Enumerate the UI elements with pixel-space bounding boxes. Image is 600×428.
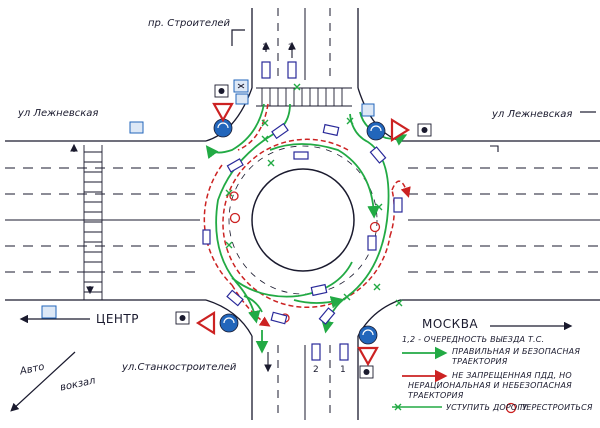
signal-bottom-left <box>175 311 190 325</box>
sign-pedestrian-top-right <box>361 103 375 117</box>
queue-number-bottom-2: 2 <box>313 365 319 375</box>
crosswalk-top <box>256 87 352 107</box>
signal-top-right <box>417 123 432 137</box>
lane-markings <box>5 8 600 420</box>
legend-rebuild: ПЕРЕСТРОИТЬСЯ <box>520 403 593 412</box>
sign-pedestrian-top-left <box>233 79 249 93</box>
sign-yield-top-right <box>390 118 411 142</box>
direction-center: ЦЕНТР <box>96 312 139 326</box>
legend-graphics <box>392 346 517 414</box>
sign-yield-bottom-right <box>357 346 379 367</box>
queue-number-top-1: 1 <box>262 43 268 53</box>
queue-number-top-2: 2 <box>288 43 294 53</box>
legend-unsafe-3: ТРАЕКТОРИЯ <box>408 391 464 400</box>
legend-unsafe-2: НЕРАЦИОНАЛЬНАЯ И НЕБЕЗОПАСНАЯ <box>408 381 572 390</box>
vehicles <box>202 61 403 361</box>
legend-correct-2: ТРАЕКТОРИЯ <box>452 357 508 366</box>
sign-round-top-left <box>213 118 233 138</box>
lane-arrows <box>70 41 499 373</box>
legend-unsafe-1: НЕ ЗАПРЕЩЕННАЯ ПДД, НО <box>452 371 572 380</box>
sign-round-top-right <box>366 121 386 141</box>
queue-number-bottom-1: 1 <box>340 365 346 375</box>
sign-round-bottom-right <box>358 325 378 345</box>
signal-bottom-right <box>359 365 374 379</box>
street-label-right: ул Лежневская <box>492 109 573 120</box>
street-label-top: пр. Строителей <box>148 18 231 29</box>
street-label-bottom: ул.Станкостроителей <box>122 362 237 373</box>
yield-marks <box>225 83 403 325</box>
unsafe-trajectories <box>203 103 411 327</box>
sign-round-bottom-left <box>219 313 239 333</box>
ring-lane-divider <box>228 145 378 295</box>
central-island <box>251 168 355 272</box>
legend-yield: УСТУПИТЬ ДОРОГУ <box>446 403 528 412</box>
sign-pedestrian-mid-left <box>129 121 144 134</box>
street-label-left: ул Лежневская <box>18 108 99 119</box>
legend-correct-1: ПРАВИЛЬНАЯ И БЕЗОПАСНАЯ <box>452 347 581 356</box>
signal-top-left <box>214 84 229 98</box>
direction-moscow: МОСКВА <box>422 317 479 331</box>
legend-queue: 1,2 - ОЧЕРЕДНОСТЬ ВЫЕЗДА Т.С. <box>402 335 545 344</box>
sign-pedestrian-left <box>41 305 57 319</box>
sign-yield-bottom-left <box>195 311 216 335</box>
sign-yield-top-left <box>212 102 234 123</box>
direction-arrows <box>10 29 596 412</box>
sign-crossing-top-left <box>235 93 249 105</box>
